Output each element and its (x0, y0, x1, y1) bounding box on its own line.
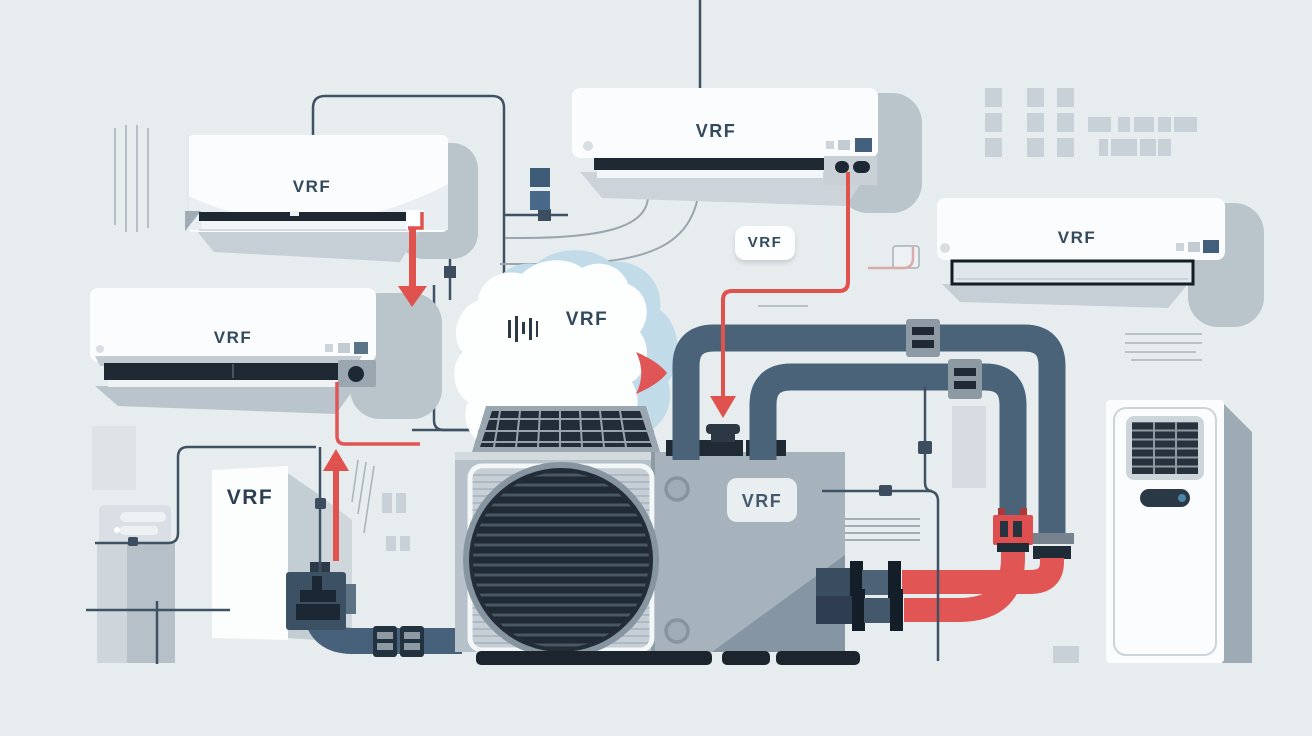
decor-horizontal-lines-right (1125, 333, 1202, 361)
air-vent (594, 158, 826, 170)
floor-standing-unit (1106, 400, 1252, 663)
refrigerant-pump (286, 562, 356, 630)
branch-controller (212, 466, 462, 657)
airflow-steam (454, 250, 678, 454)
status-led (583, 141, 593, 151)
outdoor-unit-badge (727, 478, 797, 522)
indoor-unit-mid-left (90, 288, 376, 387)
liquid-pipe (749, 363, 1027, 518)
pipe-collar (1030, 533, 1074, 544)
vrf-label-unit-top-center: VRF (695, 121, 737, 141)
decor-vertical-lines (114, 125, 149, 232)
vrf-pipe-badge: VRF (735, 226, 795, 260)
red-chevron-icon (636, 352, 667, 394)
vrf-label-unit-top-left: VRF (292, 177, 332, 196)
wire-connector (444, 266, 456, 278)
service-cap (706, 424, 740, 434)
decor-light-rect (92, 426, 136, 490)
bolt (664, 476, 690, 502)
red-wire-unit3 (721, 172, 850, 398)
wire-connectors (128, 441, 932, 546)
indoor-unit-top-left (185, 135, 448, 232)
steam-white-cloud (454, 260, 647, 454)
decor-light-rect-2 (952, 406, 986, 488)
indoor-unit-top-center (572, 88, 878, 185)
top-grille (1132, 422, 1198, 474)
pipe-clamp-1 (906, 319, 940, 357)
status-led (940, 243, 950, 253)
up-arrow-icon (323, 449, 349, 471)
wire-connector-2 (538, 209, 551, 221)
decor-square-grid (985, 88, 1197, 157)
decor-outline-rect (892, 245, 920, 269)
vrf-label-outdoor-badge: VRF (741, 491, 783, 511)
knob (835, 161, 849, 173)
decor-diagonal-dashes (351, 459, 375, 534)
wire-terminal-squares (530, 168, 550, 210)
up-arrow-shaft (333, 467, 339, 561)
arrow-shaft (409, 228, 416, 288)
unit-pipe-fittings (816, 561, 903, 631)
vrf-label-steam-cloud: VRF (565, 309, 609, 330)
status-led (96, 345, 104, 353)
tick-marks (508, 316, 538, 342)
down-arrow-icon-2 (710, 396, 736, 418)
vrf-label-unit-right: VRF (1057, 228, 1097, 247)
down-arrow-icon (398, 286, 427, 307)
electrical-cabinet (97, 505, 175, 663)
unit-feet (476, 651, 860, 665)
red-pipe-lower (904, 551, 1025, 622)
decor-pink-line (868, 247, 915, 270)
indicator-squares (1176, 240, 1219, 253)
indicator-squares (826, 138, 872, 152)
red-pipe-upper (902, 558, 1064, 594)
decor-vent-lines (838, 518, 920, 541)
air-vent (104, 363, 340, 380)
pipe-clamps-left (373, 626, 424, 657)
bolt (664, 618, 690, 644)
pipe-clamp-2 (948, 359, 982, 399)
power-led (1178, 494, 1186, 502)
top-grille (472, 406, 660, 452)
wire-unit2-right (432, 285, 492, 432)
air-vent (950, 259, 1195, 286)
vrf-label-wall-panel: VRF (226, 486, 274, 509)
outdoor-unit (455, 406, 860, 665)
refrigerant-pipes (666, 319, 1074, 631)
vrf-label-pipe-badge: VRF (747, 234, 783, 251)
flow-arrows-and-wires (86, 172, 940, 664)
vrf-wall-panel (212, 466, 288, 640)
gas-pipe (672, 324, 1066, 537)
decor-small-rects (382, 493, 1079, 663)
vrf-label-unit-mid-left: VRF (213, 328, 253, 347)
red-wire-unit2 (335, 382, 420, 446)
knob (853, 161, 870, 173)
indoor-unit-right (937, 198, 1225, 286)
red-valve (993, 508, 1033, 552)
front-wires (86, 387, 940, 664)
air-vent (199, 212, 408, 221)
indicator-squares (325, 342, 368, 354)
control-pill (1140, 489, 1190, 507)
